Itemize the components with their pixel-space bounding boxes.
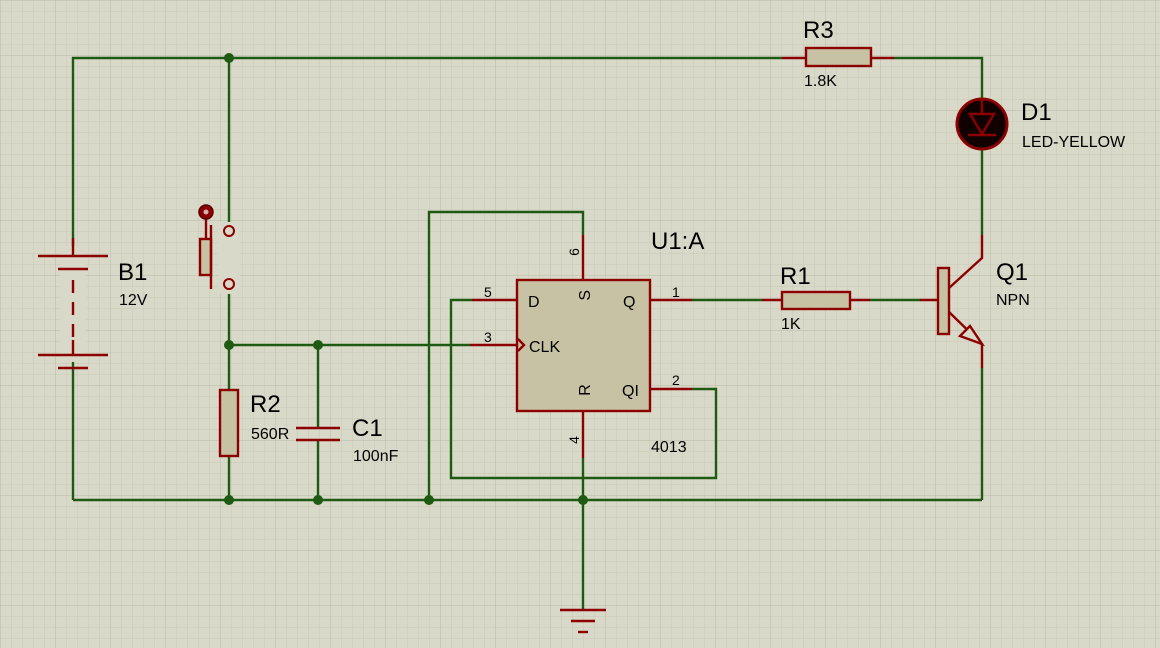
q1-ref: Q1 xyxy=(996,259,1028,286)
ic-pin-label-r: R xyxy=(577,384,594,396)
r3-value: 1.8K xyxy=(804,73,837,90)
ic-pin-number-clk: 3 xyxy=(484,329,492,345)
ic-pin-label-s: S xyxy=(577,290,594,301)
ic-pin-label-d: D xyxy=(528,294,540,311)
ic-pin-number-s: 6 xyxy=(566,248,582,256)
ic-u1a-body xyxy=(515,278,652,413)
r2-ref: R2 xyxy=(250,391,281,418)
resistor-r2[interactable]: R2 560R xyxy=(218,388,289,458)
c1-ref: C1 xyxy=(352,415,383,442)
u1-value: 4013 xyxy=(651,439,687,456)
ground-symbol xyxy=(560,608,606,634)
q1-value: NPN xyxy=(996,292,1030,309)
r3-ref: R3 xyxy=(803,17,834,44)
r1-value: 1K xyxy=(781,316,801,333)
d1-value: LED-YELLOW xyxy=(1022,134,1126,151)
r2-value: 560R xyxy=(251,426,289,443)
u1-ref: U1:A xyxy=(651,228,704,255)
ic-pin-number-r: 4 xyxy=(566,436,582,444)
ic-pin-label-q: Q xyxy=(623,294,635,311)
ic-u1a-4013[interactable]: D CLK Q QI S R 5 3 1 2 6 4 U1:A 4013 xyxy=(470,228,704,458)
junctions xyxy=(224,53,588,505)
led-d1-body xyxy=(955,97,1009,151)
ic-pin-number-qbar: 2 xyxy=(672,372,680,388)
led-d1[interactable]: D1 LED-YELLOW xyxy=(955,97,1126,151)
ic-pin-label-qbar: QI xyxy=(622,383,639,400)
d1-ref: D1 xyxy=(1021,99,1052,126)
resistor-r1[interactable]: R1 1K xyxy=(762,263,870,333)
b1-value: 12V xyxy=(119,292,148,309)
c1-value: 100nF xyxy=(353,448,399,465)
ic-pin-number-q: 1 xyxy=(672,284,680,300)
r1-ref: R1 xyxy=(780,263,811,290)
b1-ref: B1 xyxy=(118,259,147,286)
capacitor-c1[interactable]: C1 100nF xyxy=(296,415,399,465)
push-button-switch[interactable] xyxy=(198,204,240,294)
resistor-r3[interactable]: R3 1.8K xyxy=(782,17,894,90)
ic-pin-number-d: 5 xyxy=(484,284,492,300)
transistor-q1[interactable]: Q1 NPN xyxy=(920,235,1030,368)
battery-b1[interactable]: B1 12V xyxy=(38,238,148,370)
ic-pin-label-clk: CLK xyxy=(529,339,560,356)
